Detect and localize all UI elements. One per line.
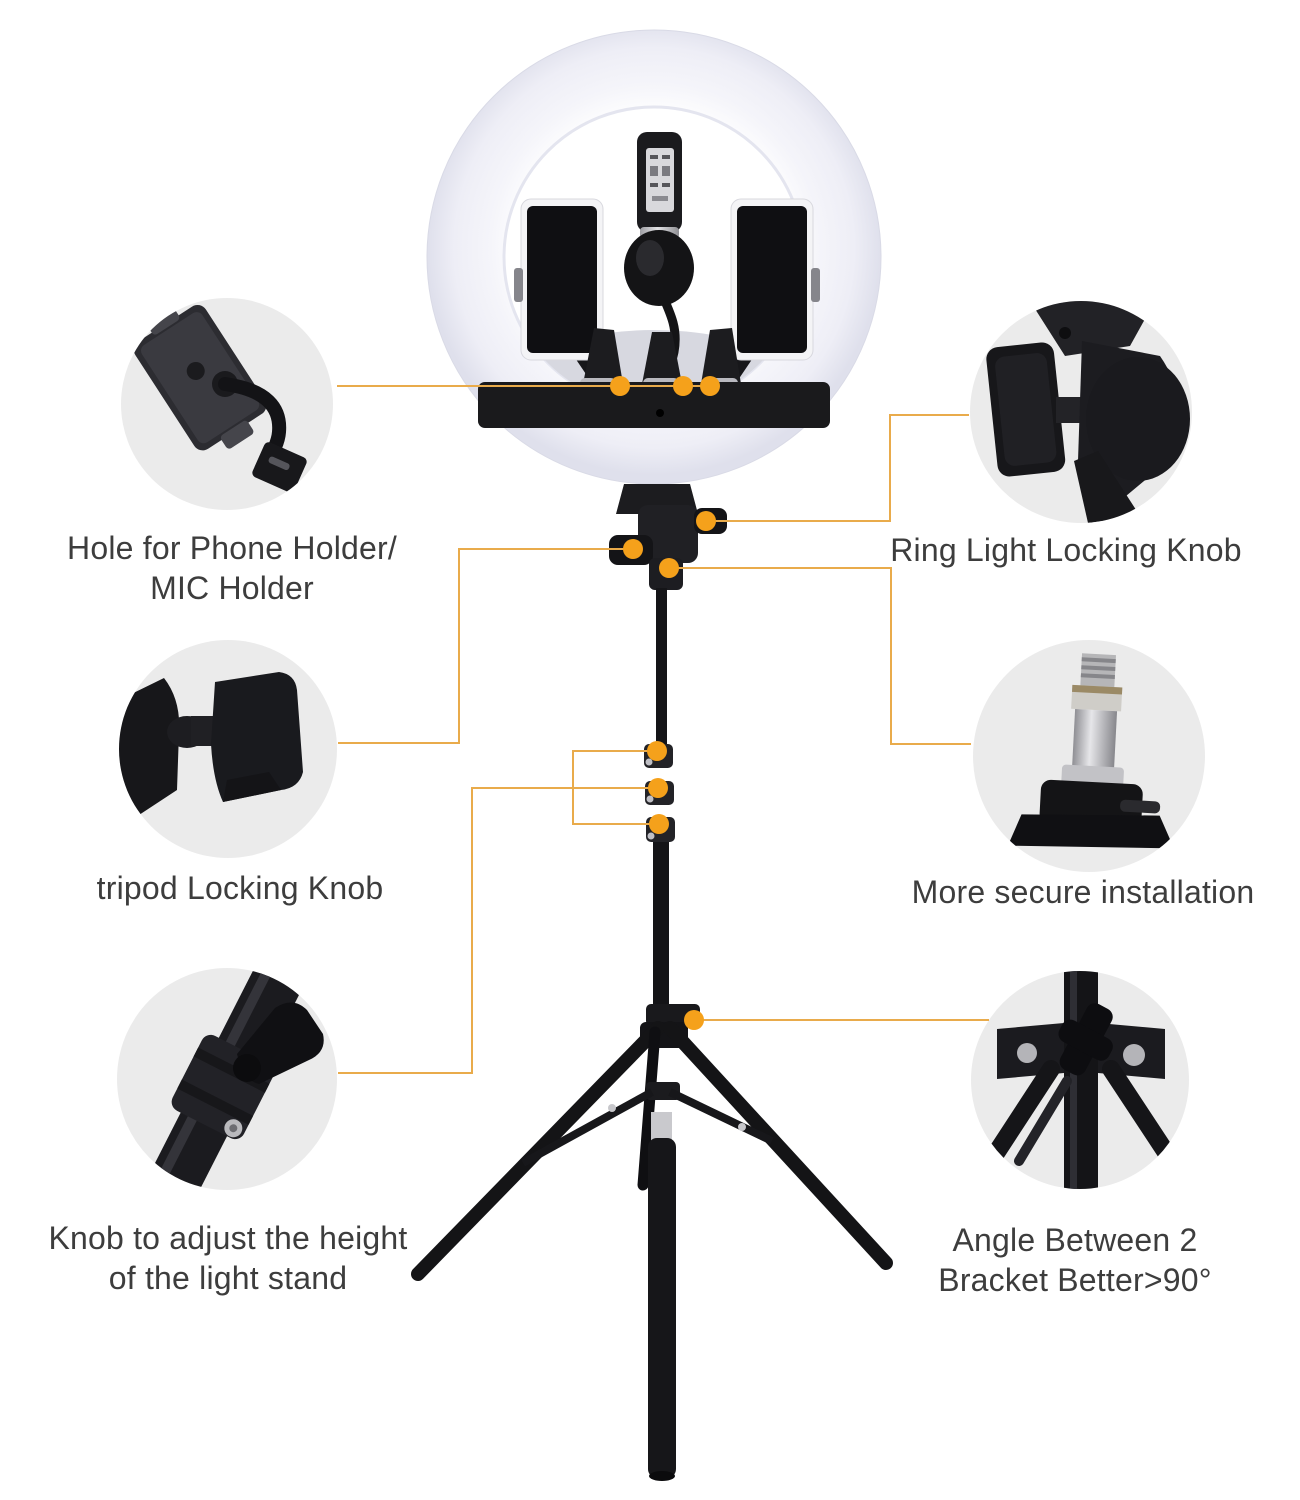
tripod-leg-right bbox=[663, 1021, 893, 1270]
label-line: Bracket Better>90° bbox=[938, 1262, 1212, 1298]
leader-line-height-knob bbox=[338, 787, 649, 1074]
phone-left bbox=[514, 198, 604, 361]
chrome-column-section bbox=[651, 1112, 672, 1142]
ring-mount-bracket bbox=[609, 484, 727, 590]
tripod-leg-rear bbox=[637, 1026, 661, 1191]
connector-dot bbox=[648, 778, 668, 798]
inset-phone-holder-closeup bbox=[121, 298, 333, 510]
phone-clamp-tab bbox=[514, 268, 523, 302]
label-line: of the light stand bbox=[108, 1260, 348, 1296]
connector-dot bbox=[610, 376, 630, 396]
leg-brace-right bbox=[668, 1088, 774, 1145]
inset-secure-install-closeup bbox=[973, 640, 1205, 872]
connector-dot bbox=[684, 1010, 704, 1030]
connector-dot bbox=[649, 814, 669, 834]
callout-label-ring-lock: Ring Light Locking Knob bbox=[866, 530, 1266, 570]
label-line: MIC Holder bbox=[150, 570, 314, 606]
phone-clamp-tab bbox=[811, 268, 820, 302]
inset-ring-lock-closeup bbox=[970, 301, 1192, 523]
inset-tripod-lock-closeup bbox=[119, 640, 337, 858]
phone-right bbox=[730, 198, 820, 361]
connector-dot bbox=[659, 558, 679, 578]
leader-line-ring-lock bbox=[706, 414, 969, 522]
label-line: Hole for Phone Holder/ bbox=[67, 530, 397, 566]
label-line: Angle Between 2 bbox=[952, 1222, 1198, 1258]
tripod-lock-photo bbox=[119, 672, 303, 815]
connector-dot bbox=[647, 741, 667, 761]
inset-angle-bracket-closeup bbox=[971, 971, 1189, 1189]
connector-dot bbox=[700, 376, 720, 396]
center-column bbox=[648, 1138, 676, 1478]
mounting-bar bbox=[478, 382, 830, 428]
microphone bbox=[624, 132, 694, 385]
label-line: Ring Light Locking Knob bbox=[890, 532, 1242, 568]
phone-holder-photo bbox=[133, 304, 307, 493]
spigot-photo bbox=[1007, 653, 1174, 849]
callout-label-tripod-lock: tripod Locking Knob bbox=[40, 868, 440, 908]
callout-label-secure-install: More secure installation bbox=[883, 872, 1283, 912]
leg-brace-left bbox=[521, 1088, 654, 1167]
connector-dot bbox=[673, 376, 693, 396]
connector-dots bbox=[610, 376, 720, 1030]
leader-line-secure-install bbox=[669, 567, 971, 745]
height-knob-photo bbox=[136, 968, 324, 1190]
callout-label-phone-holder: Hole for Phone Holder/ MIC Holder bbox=[32, 528, 432, 608]
label-line: Knob to adjust the height bbox=[48, 1220, 408, 1256]
tripod-base bbox=[411, 1004, 893, 1481]
angle-bracket-photo bbox=[978, 971, 1182, 1189]
callout-label-angle-bracket: Angle Between 2 Bracket Better>90° bbox=[875, 1220, 1275, 1300]
callout-label-height-knob: Knob to adjust the height of the light s… bbox=[28, 1218, 428, 1298]
label-line: More secure installation bbox=[911, 874, 1255, 910]
ring-lock-photo bbox=[986, 301, 1190, 523]
inset-height-knob-closeup bbox=[117, 968, 337, 1190]
label-line: tripod Locking Knob bbox=[96, 870, 384, 906]
leader-line-tripod-lock bbox=[338, 548, 633, 744]
connector-dot bbox=[696, 511, 716, 531]
connector-dot bbox=[623, 539, 643, 559]
